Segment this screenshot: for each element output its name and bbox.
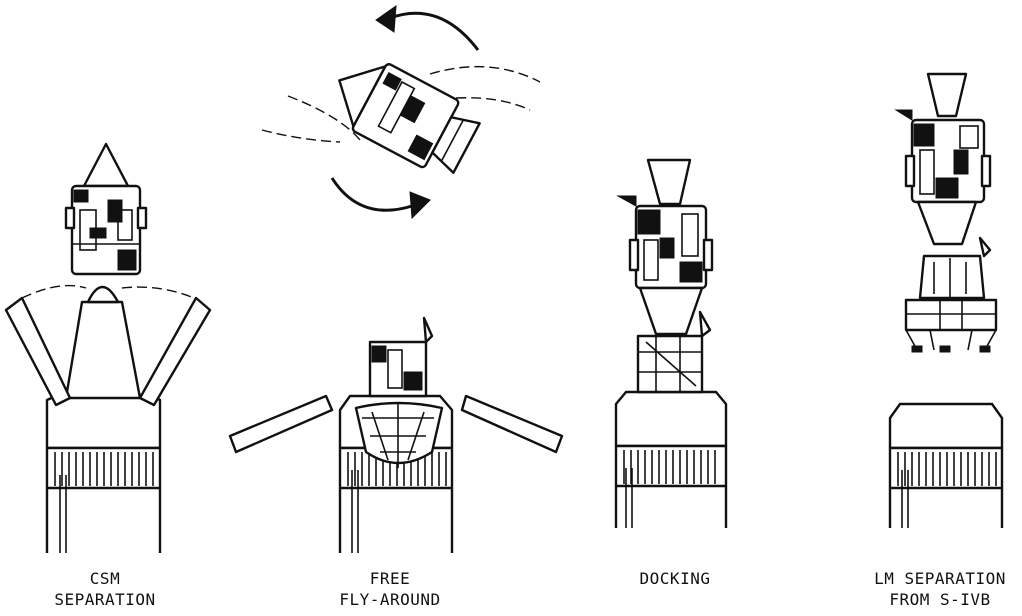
adapter-panel-right xyxy=(460,394,564,454)
rotation-arrow-top xyxy=(375,4,480,51)
rotation-arrow-bottom xyxy=(330,177,431,220)
s-ivb-stage xyxy=(614,390,728,528)
panel-lm-separation xyxy=(888,72,1004,528)
caption-line: CSM xyxy=(89,569,121,588)
motion-line xyxy=(287,95,361,141)
panel-docking xyxy=(614,158,728,528)
csm-spacecraft xyxy=(64,142,148,276)
motion-line xyxy=(455,97,531,111)
caption-lm-separation: LM SEPARATION FROM S-IVB xyxy=(858,568,1022,610)
caption-line: FLY-AROUND xyxy=(339,590,441,609)
caption-line: LM SEPARATION xyxy=(874,569,1006,588)
csm-spacecraft-rotating xyxy=(338,63,481,174)
csm-spacecraft xyxy=(894,72,992,246)
caption-line: FROM S-IVB xyxy=(889,590,991,609)
lunar-module xyxy=(636,310,712,394)
lunar-module-stowed xyxy=(354,316,444,468)
caption-line: FREE xyxy=(369,569,411,588)
arc-left xyxy=(21,284,87,299)
panel-csm-separation xyxy=(4,142,212,553)
s-ivb-stage xyxy=(45,393,162,553)
caption-line: DOCKING xyxy=(639,569,711,588)
arc-right xyxy=(121,286,195,299)
caption-csm-separation: CSM SEPARATION xyxy=(20,568,190,610)
lm-adapter xyxy=(64,285,142,400)
caption-line: SEPARATION xyxy=(54,590,156,609)
csm-spacecraft-docked xyxy=(616,158,714,336)
motion-line xyxy=(261,129,341,143)
caption-free-fly-around: FREE FLY-AROUND xyxy=(300,568,480,610)
adapter-panel-left xyxy=(4,296,72,407)
adapter-panel-right xyxy=(138,296,212,407)
adapter-panel-left xyxy=(228,394,334,454)
lunar-module-extracted xyxy=(904,236,998,353)
motion-line xyxy=(429,66,541,83)
caption-docking: DOCKING xyxy=(590,568,760,589)
s-ivb-stage xyxy=(888,402,1004,528)
panel-free-fly-around xyxy=(228,4,564,553)
